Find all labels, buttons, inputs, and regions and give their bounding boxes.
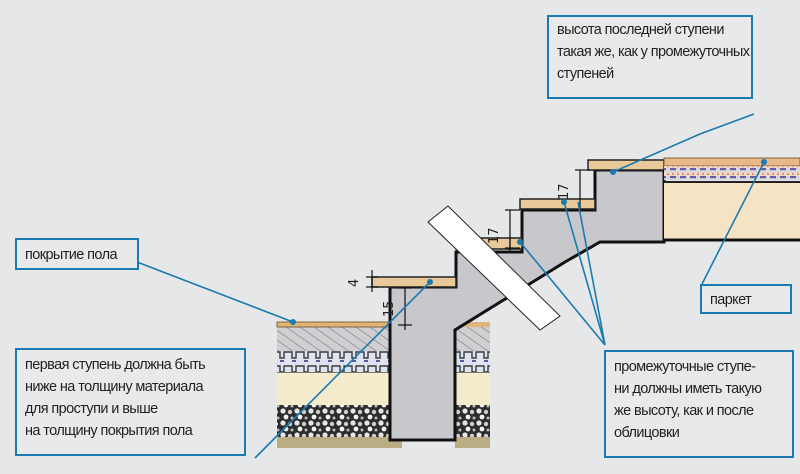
callout-intermediate-steps: промежуточные ступе- ни должны иметь так… — [604, 350, 794, 458]
leader-dots — [290, 159, 767, 325]
callout-text-line: же высоту, как и после — [614, 403, 754, 419]
leader-intermediate-1 — [519, 241, 606, 346]
leader-lines — [136, 113, 765, 459]
callout-text-line: для проступи и выше — [25, 401, 158, 417]
leader-parquet — [701, 161, 765, 285]
callout-floor-covering: покрытие пола — [15, 238, 139, 270]
callout-text-line: ступеней — [557, 66, 614, 82]
tread-1 — [371, 276, 457, 288]
leader-intermediate-3 — [577, 201, 606, 346]
callout-text-line: паркет — [710, 292, 752, 308]
floor-layers-left — [276, 321, 490, 448]
callout-text-line: промежуточные ступе- — [614, 359, 756, 375]
callout-first-step: первая ступень должна быть ниже на толщи… — [15, 348, 246, 456]
upper-slab-layer — [664, 183, 800, 239]
callout-text-line: ни должны иметь такую — [614, 381, 762, 397]
parquet-layer — [663, 157, 800, 167]
leader-first-step — [254, 281, 431, 459]
callout-text-line: ниже на толщину материала — [25, 379, 204, 395]
tread-3 — [519, 198, 596, 210]
callout-last-step: высота последней ступени такая же, как у… — [547, 15, 753, 99]
callout-text-line: высота последней ступени — [557, 22, 724, 38]
insulation-layer — [277, 351, 402, 372]
callout-parquet: паркет — [700, 284, 792, 314]
concrete-slab-layer — [277, 327, 402, 351]
dimension-marks — [366, 169, 590, 330]
floor-layers-right — [663, 157, 800, 242]
leader-last-step — [612, 113, 755, 173]
soil-layer — [277, 435, 402, 448]
dim-tread-thickness: 4 — [347, 279, 362, 287]
callout-text-line: такая же, как у промежуточных — [557, 44, 750, 60]
callout-text-line: первая ступень должна быть — [25, 357, 206, 373]
dim-top-riser: 17 — [557, 183, 572, 200]
leader-floor-covering — [136, 261, 294, 323]
leader-intermediate-2 — [563, 201, 606, 346]
gravel-layer — [277, 405, 402, 437]
section-cut-band — [427, 205, 561, 331]
dim-middle-riser: 17 — [487, 227, 502, 244]
tread-4 — [587, 159, 665, 171]
dim-first-riser: 15 — [382, 300, 397, 317]
callout-text-line: покрытие пола — [25, 247, 118, 263]
callout-text-line: на толщину покрытия пола — [25, 423, 193, 439]
screed-layer — [277, 372, 402, 405]
callout-text-line: облицовки — [614, 425, 680, 441]
